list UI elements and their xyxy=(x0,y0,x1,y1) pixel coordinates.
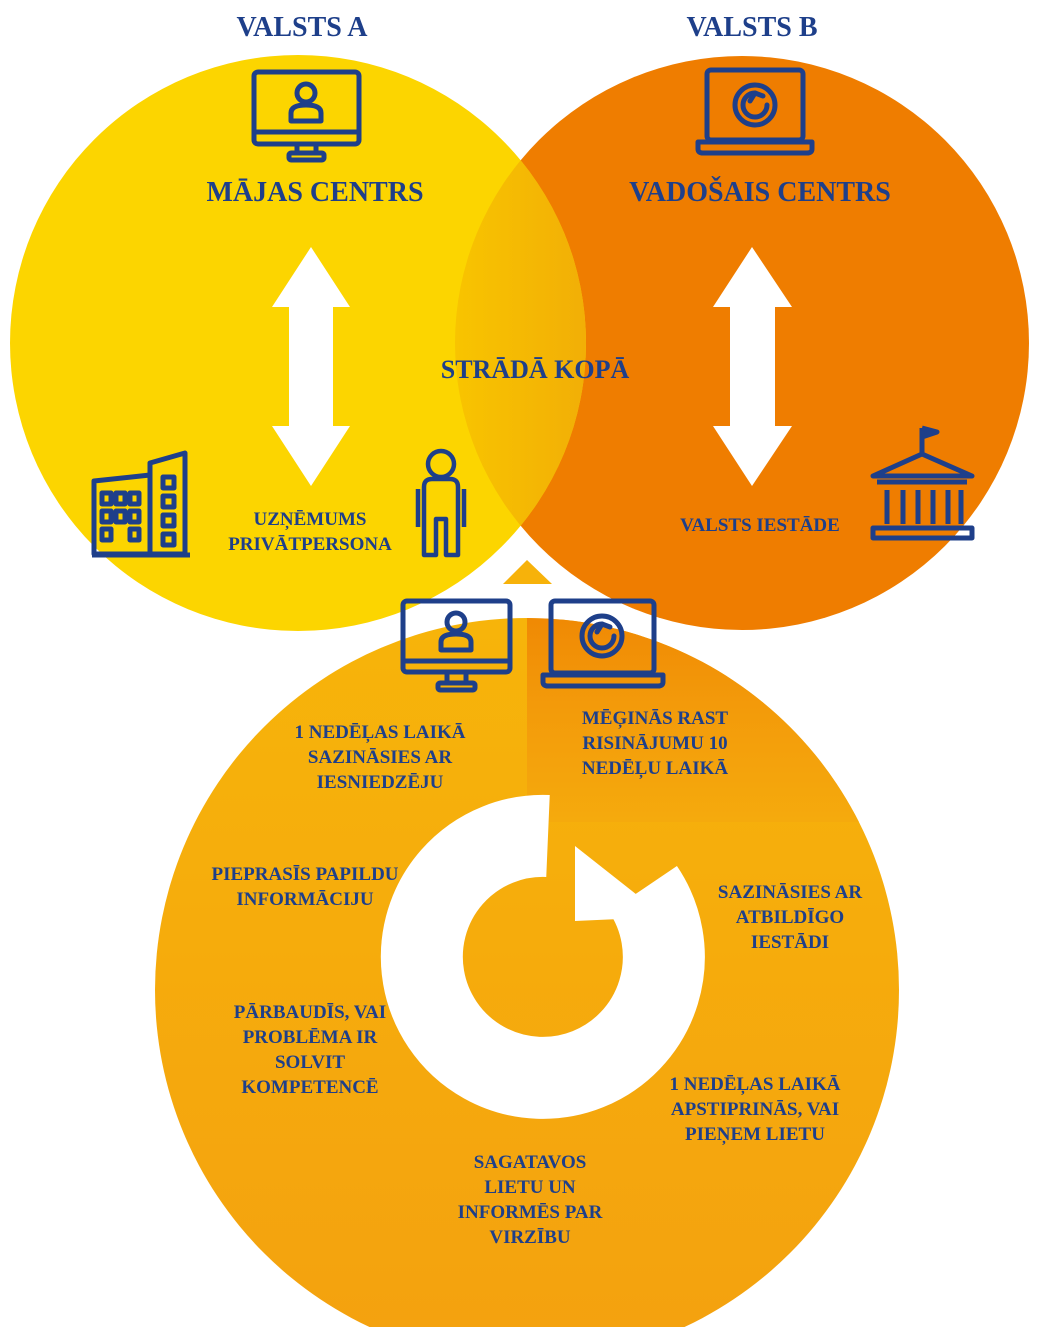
step-prepare-case: SAGATAVOS LIETU UN INFORMĒS PAR VIRZĪBU xyxy=(457,1152,603,1248)
step-confirm-case: 1 NEDĒĻAS LAIKĀ APSTIPRINĀS, VAI PIEŅEM … xyxy=(669,1074,841,1145)
double-arrow-icon xyxy=(272,247,792,486)
pointer-triangle xyxy=(503,560,552,584)
country-b-header: VALSTS B xyxy=(686,12,818,43)
country-a-header: VALSTS A xyxy=(236,12,368,43)
monitor-user-icon xyxy=(400,598,513,693)
office-buildings-icon xyxy=(91,450,190,558)
work-together-label: STRĀDĀ KOPĀ xyxy=(440,355,630,384)
person-icon xyxy=(415,448,467,558)
step-check-competence: PĀRBAUDĪS, VAI PROBLĒMA IR SOLVIT KOMPET… xyxy=(233,1002,387,1098)
applicant-label: UZŅĒMUMS PRIVĀTPERSONA xyxy=(228,509,392,555)
step-request-info: PIEPRASĪS PAPILDU INFORMĀCIJU xyxy=(211,864,399,910)
laptop-refresh-icon xyxy=(695,67,815,156)
home-center-title: MĀJAS CENTRS xyxy=(206,177,424,208)
lead-center-title: VADOŠAIS CENTRS xyxy=(629,177,891,208)
step-resolve-10-weeks: MĒĢINĀS RAST RISINĀJUMU 10 NEDĒĻU LAIKĀ xyxy=(581,708,729,779)
cycle-arrow-icon xyxy=(380,794,705,1119)
government-building-icon xyxy=(870,425,975,541)
step-contact-applicant: 1 NEDĒĻAS LAIKĀ SAZINĀSIES AR IESNIEDZĒJ… xyxy=(294,722,466,793)
step-contact-authority: SAZINĀSIES AR ATBILDĪGO IESTĀDI xyxy=(717,882,863,953)
authority-label: VALSTS IESTĀDE xyxy=(680,515,840,536)
laptop-refresh-icon xyxy=(540,598,666,689)
monitor-user-icon xyxy=(251,69,362,163)
